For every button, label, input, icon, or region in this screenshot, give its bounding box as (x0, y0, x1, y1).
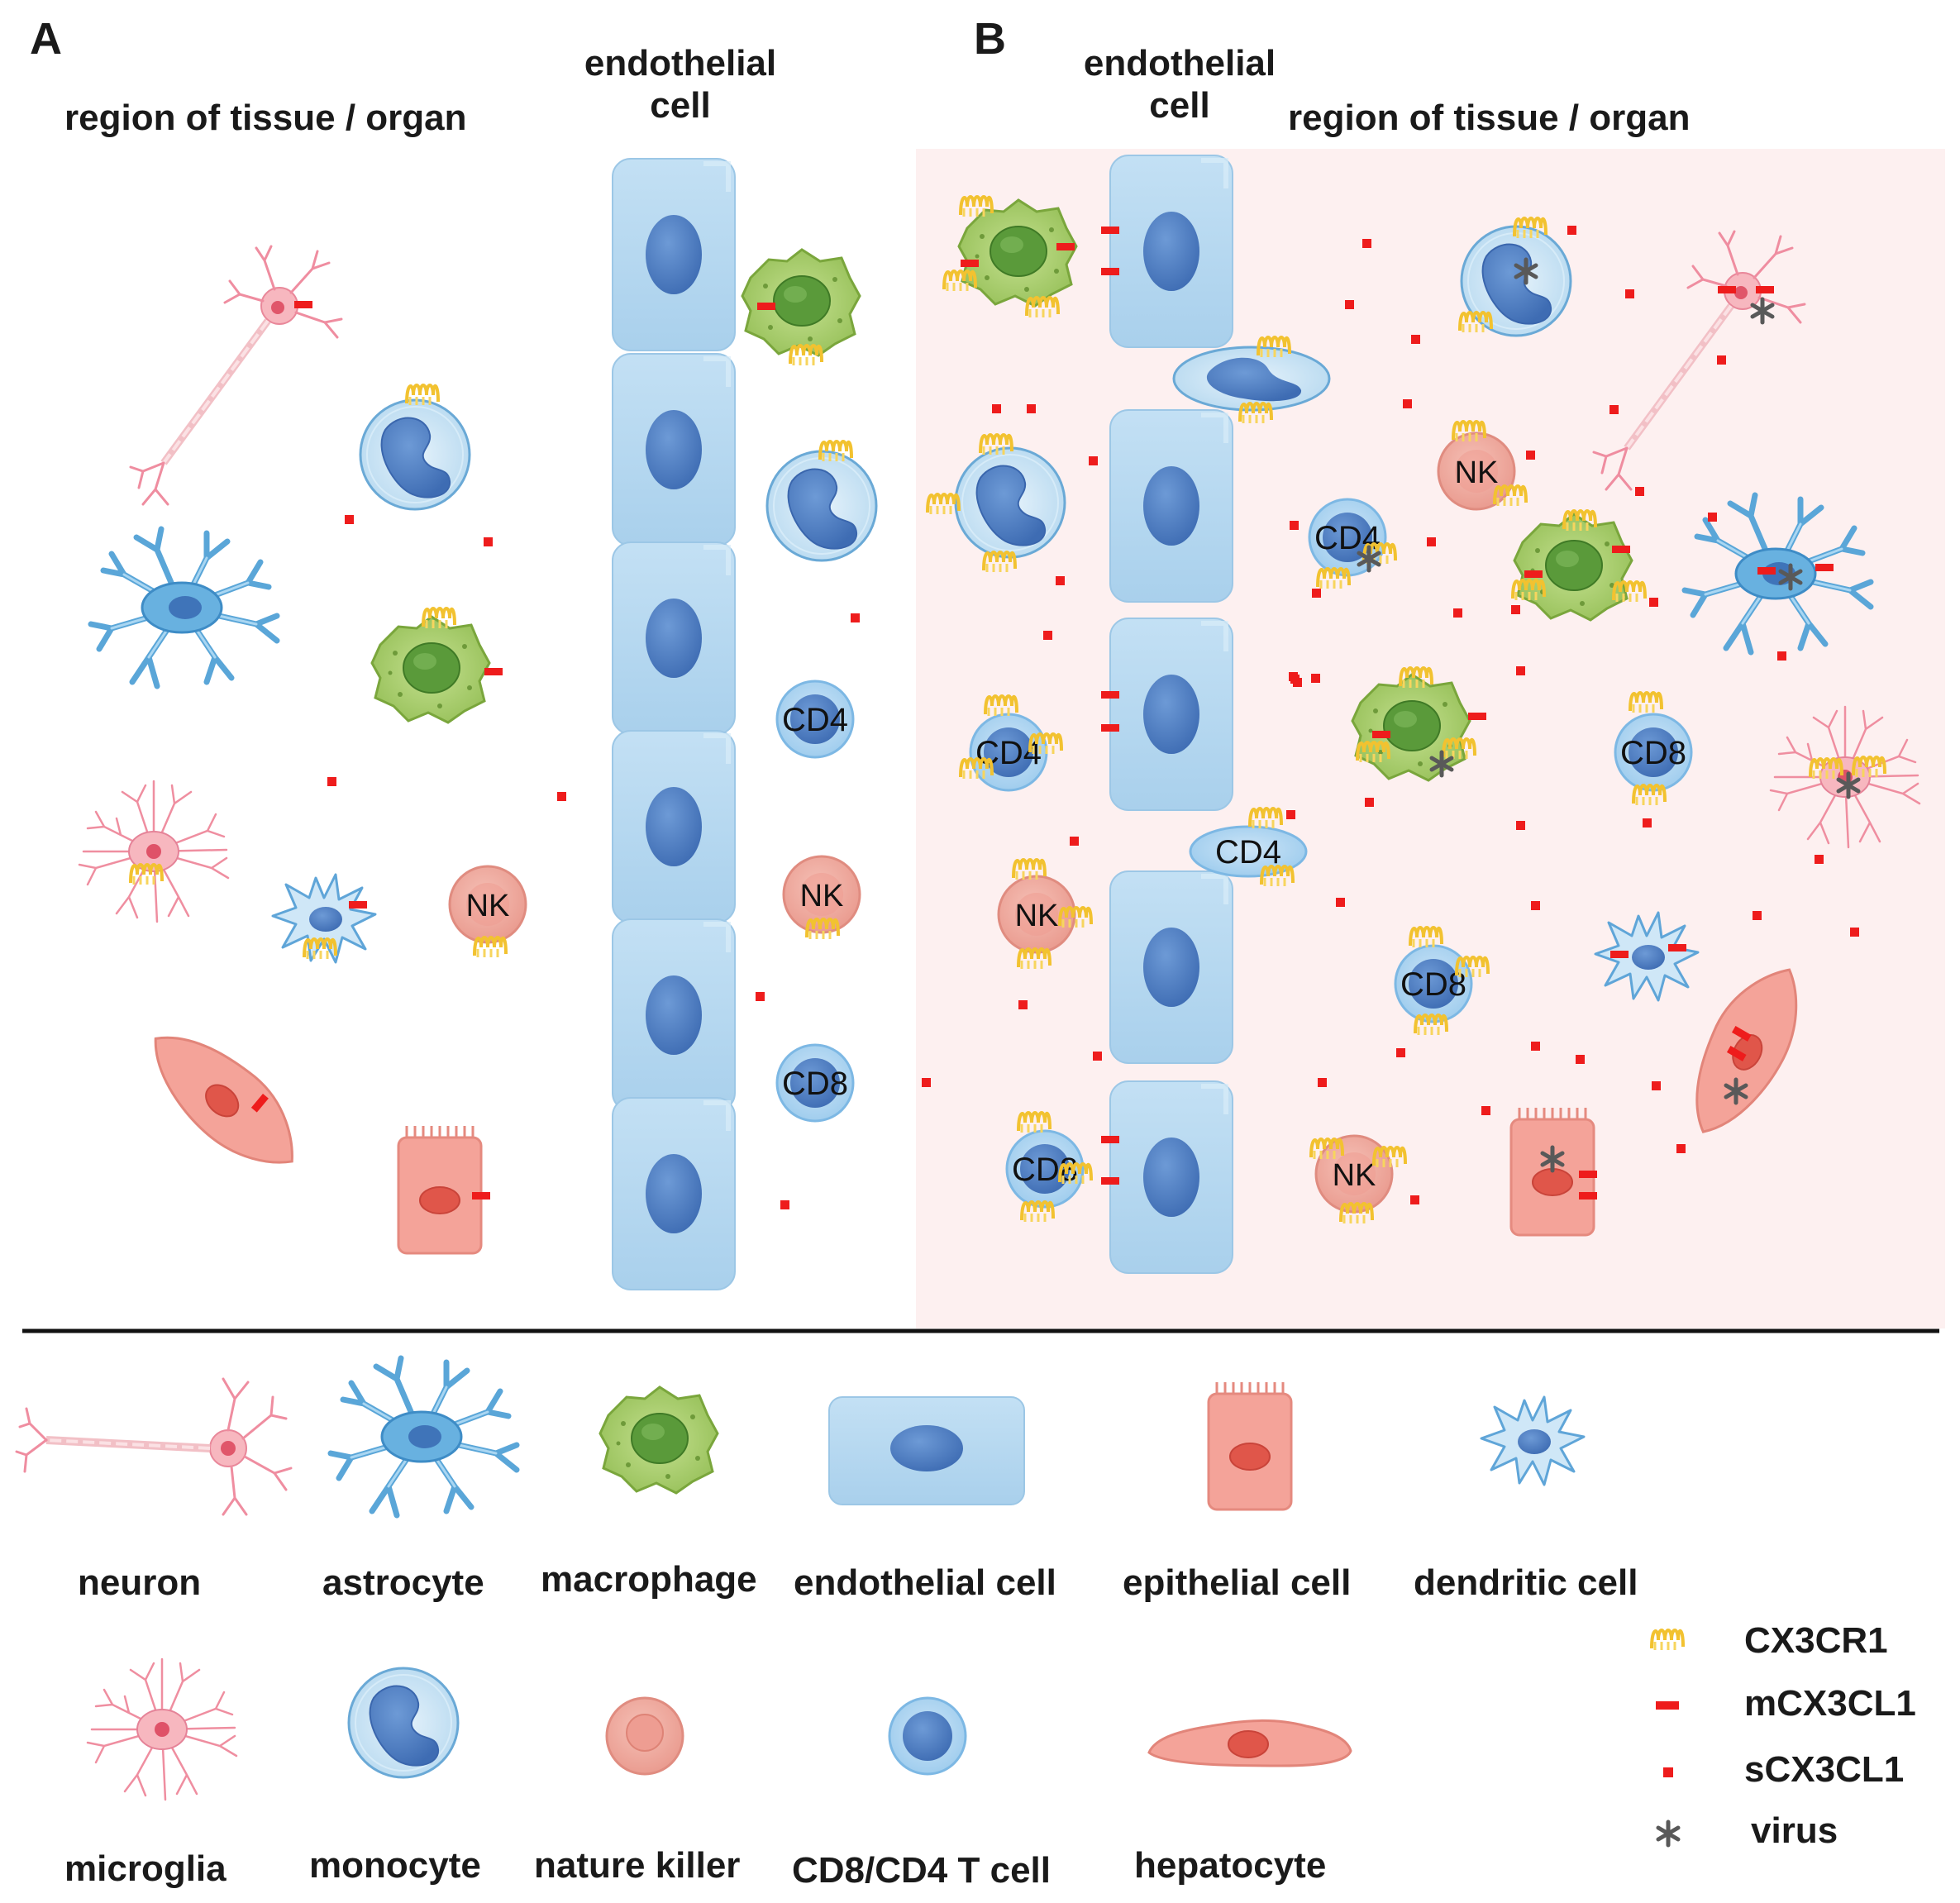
legend-label-macrophage: macrophage (541, 1559, 757, 1600)
svg-text:NK: NK (1455, 455, 1499, 490)
astrocyte-icon (331, 1358, 517, 1515)
nk-cell: NK (782, 855, 861, 934)
legend-label-hepatocyte: hepatocyte (1134, 1845, 1327, 1886)
legend-label-neuron: neuron (78, 1562, 202, 1603)
legend-icons (15, 1358, 1586, 1801)
panel-a-region-label: region of tissue / organ (64, 98, 467, 138)
endothelial-label-line1: endothelial (584, 43, 777, 83)
neuron-icon (131, 246, 341, 504)
soluble-cx3cl1-icon (1663, 1767, 1673, 1777)
dendritic-cell-icon (1480, 1395, 1586, 1486)
svg-text:CD8: CD8 (782, 1066, 848, 1102)
svg-text:NK: NK (466, 889, 510, 923)
key-label-scx3cl1: sCX3CL1 (1744, 1749, 1905, 1790)
virus-asterisk-icon (1658, 1822, 1678, 1845)
panel-b-endothelial-label: endothelial cell (1068, 43, 1291, 126)
microglia-icon (86, 1657, 238, 1801)
t-cell-cd4: CD4 (969, 713, 1048, 792)
cx3cr1-receptor-icon (1650, 1629, 1685, 1652)
dendritic-cell-icon (271, 873, 377, 964)
monocyte-icon (347, 1667, 460, 1779)
nk-cell-icon (605, 1696, 684, 1776)
svg-text:NK: NK (1015, 899, 1059, 933)
panel-a: NK CD4 NK CD8 (78, 159, 931, 1290)
legend-label-astrocyte: astrocyte (322, 1562, 484, 1603)
soluble-cx3cl1-dots-a (327, 515, 931, 1209)
legend-label-microglia: microglia (64, 1848, 227, 1889)
neuron-icon (15, 1377, 293, 1516)
t-cell-cd4: CD4 (775, 680, 855, 759)
nk-cell: NK (448, 865, 527, 944)
svg-text:CD8: CD8 (1620, 735, 1686, 771)
t-cell-icon (888, 1696, 967, 1776)
endothelial-cell-icon (828, 1396, 1025, 1505)
panel-a-letter: A (30, 14, 62, 64)
astrocyte-icon (91, 529, 277, 686)
legend-label-monocyte: monocyte (309, 1845, 481, 1886)
epithelial-cell-icon (397, 1124, 483, 1255)
legend-label-dendritic-cell: dendritic cell (1414, 1562, 1638, 1603)
panel-b-letter: B (974, 14, 1006, 64)
monocyte-icon (765, 450, 878, 562)
monocyte-icon (954, 446, 1066, 559)
endothelial-label-line1: endothelial (1083, 43, 1276, 83)
microglia-icon (78, 780, 230, 923)
macrophage-icon (370, 615, 491, 724)
panel-a-endothelial-label: endothelial cell (569, 43, 792, 126)
macrophage-icon (598, 1386, 719, 1495)
panel-b: CD4 CD4 NK CD8 (926, 155, 1921, 1273)
legend-label-epithelial-cell: epithelial cell (1123, 1562, 1352, 1603)
legend-label-endothelial-cell: endothelial cell (794, 1562, 1056, 1603)
svg-text:CD4: CD4 (1215, 834, 1281, 870)
legend-label-nature-killer: nature killer (534, 1845, 741, 1886)
endothelium-column-b (1110, 155, 1233, 1273)
endothelium-column-a (613, 159, 735, 1290)
monocyte-icon (1460, 225, 1572, 337)
svg-text:NK: NK (1333, 1158, 1376, 1193)
soluble-cx3cl1-dots-b (992, 226, 1859, 1204)
t-cell-cd8: CD8 (1614, 713, 1693, 792)
nk-cell: NK (1314, 1134, 1394, 1214)
hepatocyte-icon (1147, 1719, 1352, 1767)
membrane-cx3cl1-endothelium-b (1101, 227, 1119, 1185)
key-label-mcx3cl1: mCX3CL1 (1744, 1683, 1916, 1724)
monocyte-icon (359, 398, 471, 511)
membrane-cx3cl1-icon (1656, 1701, 1679, 1710)
hepatocyte-icon (130, 1009, 319, 1190)
symbol-key-icons (1650, 1629, 1685, 1845)
transmigrating-monocyte (1172, 346, 1331, 412)
svg-text:CD4: CD4 (782, 702, 848, 738)
panel-b-region-label: region of tissue / organ (1288, 98, 1691, 138)
epithelial-cell-icon (1207, 1381, 1293, 1511)
nk-cell: NK (1437, 432, 1516, 511)
key-label-cx3cr1: CX3CR1 (1744, 1620, 1888, 1661)
t-cell-cd8: CD8 (775, 1043, 855, 1123)
nk-cell: NK (997, 875, 1076, 954)
key-label-virus: virus (1751, 1810, 1838, 1851)
endothelial-label-line2: cell (650, 84, 711, 126)
legend-label-t-cell: CD8/CD4 T cell (792, 1850, 1051, 1891)
endothelial-label-line2: cell (1149, 84, 1210, 126)
svg-text:NK: NK (800, 879, 844, 913)
